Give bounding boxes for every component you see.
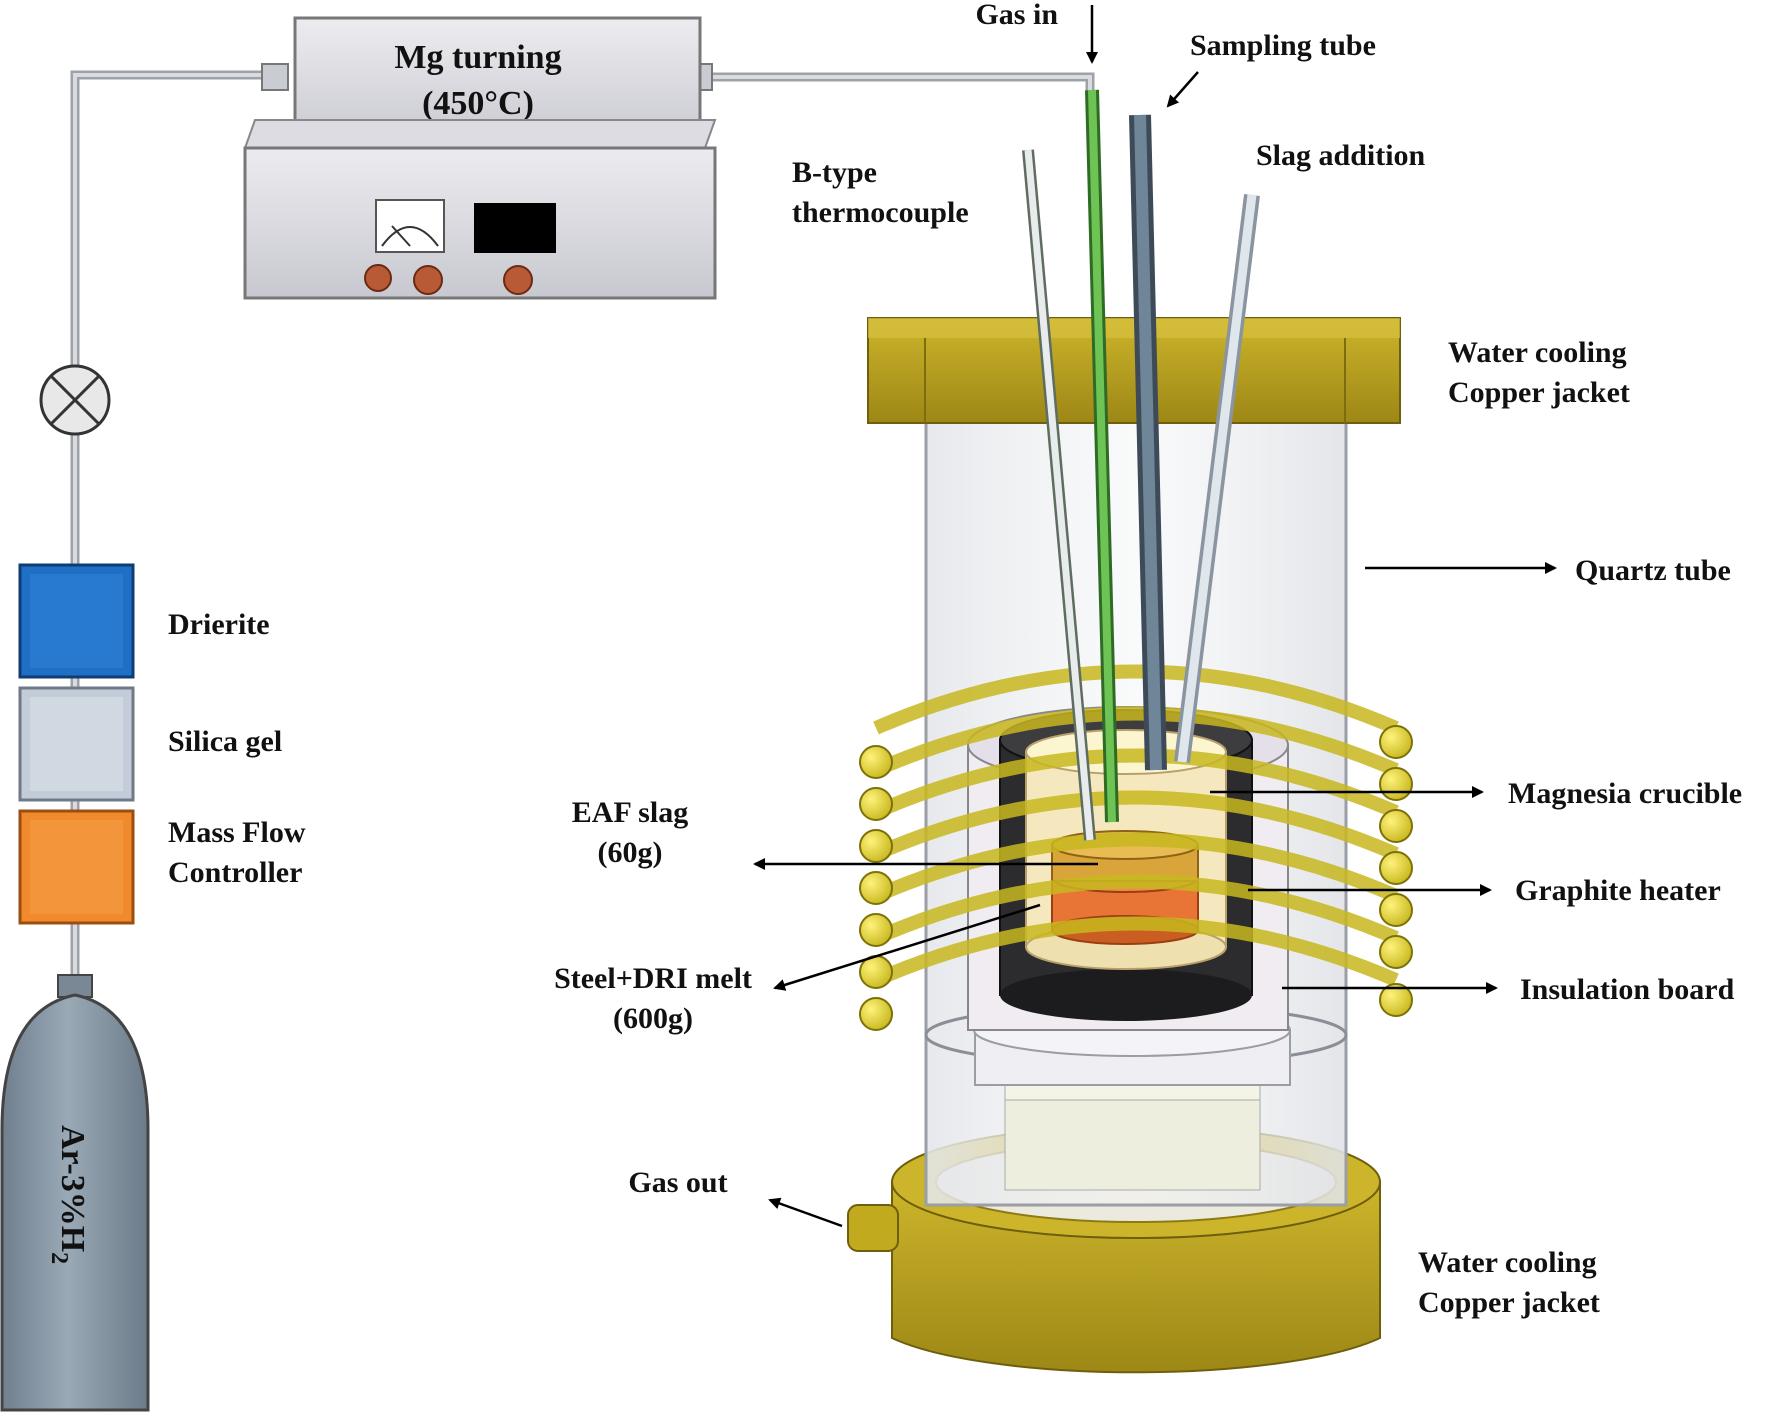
eaf-slag-label-line2: (60g)	[598, 836, 663, 869]
silica-gel-column	[18, 686, 135, 802]
digital-display	[474, 203, 556, 253]
graphite-heater-label: Graphite heater	[1515, 874, 1721, 907]
sampling-tube	[1129, 114, 1167, 771]
steel-dri-label-line2: (600g)	[613, 1002, 693, 1035]
gas-cylinder: Ar-3%H2	[0, 974, 150, 1412]
gas-out-arrow	[768, 1197, 843, 1228]
analog-meter-icon	[375, 199, 445, 253]
gas-out-port	[847, 1204, 899, 1252]
b-type-thermocouple	[1022, 149, 1096, 841]
pipe-fitting-left	[261, 63, 289, 91]
cylinder-gas-label: Ar-3%H2	[46, 1125, 91, 1264]
water-cooling-bottom-line1: Water cooling	[1418, 1246, 1597, 1279]
insulation-board-label: Insulation board	[1520, 973, 1735, 1006]
valve-icon	[39, 364, 111, 436]
sampling-tube-arrow	[1166, 71, 1199, 108]
temperature-controller	[243, 119, 717, 300]
mass-flow-controller	[18, 809, 135, 925]
magnesia-crucible-label: Magnesia crucible	[1508, 777, 1742, 810]
sampling-tube-label: Sampling tube	[1190, 29, 1376, 62]
gas-out-label: Gas out	[628, 1166, 727, 1199]
steel-dri-label-line1: Steel+DRI melt	[554, 962, 752, 995]
b-type-label-line2: thermocouple	[792, 196, 969, 229]
mass-flow-label-line1: Mass Flow	[168, 816, 306, 849]
drierite-label: Drierite	[168, 608, 270, 641]
silica-gel-label: Silica gel	[168, 725, 282, 758]
annotation-arrows	[753, 5, 1557, 1228]
mg-temp-label: (450°C)	[422, 85, 534, 122]
slag-addition-tube	[1174, 194, 1260, 763]
slag-addition-label: Slag addition	[1256, 139, 1426, 172]
b-type-label-line1: B-type	[792, 156, 877, 189]
water-cooling-top-line2: Copper jacket	[1448, 376, 1630, 409]
steel-dri-arrow	[773, 903, 1041, 991]
control-knob	[364, 264, 392, 292]
gas-in-label: Gas in	[975, 0, 1058, 31]
control-knob	[413, 265, 443, 295]
drierite-column	[18, 563, 135, 679]
top-copper-jacket	[867, 317, 1401, 424]
control-knob	[503, 265, 533, 295]
gas-inlet-tube	[1085, 89, 1119, 823]
quartz-tube-label: Quartz tube	[1575, 554, 1731, 587]
eaf-slag-label-line1: EAF slag	[572, 796, 688, 829]
induction-coil	[859, 664, 1413, 1031]
water-cooling-bottom-line2: Copper jacket	[1418, 1286, 1600, 1319]
refractory-support	[973, 1003, 1291, 1191]
mg-turning-label: Mg turning	[394, 39, 561, 76]
mass-flow-label-line2: Controller	[168, 856, 302, 889]
water-cooling-top-line1: Water cooling	[1448, 336, 1627, 369]
